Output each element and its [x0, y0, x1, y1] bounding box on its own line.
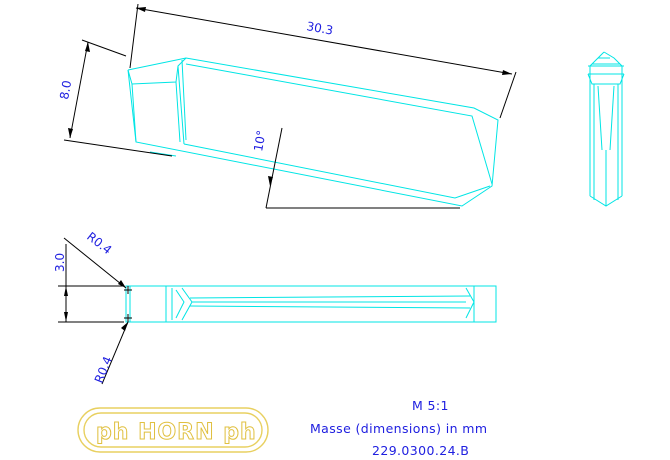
width-dimension-text: 3.0: [53, 253, 67, 272]
end-view: [587, 51, 625, 207]
radius-bottom-text: R0.4: [92, 354, 115, 385]
height-dimension-text: 8.0: [57, 79, 74, 100]
title-block: M 5:1 Masse (dimensions) in mm 229.0300.…: [310, 398, 487, 458]
dimension-length: 30.3: [129, 3, 517, 119]
dimension-radius-top: R0.4: [63, 229, 127, 289]
part-number-text: 229.0300.24.B: [372, 443, 469, 458]
dimension-angle: 10°: [251, 127, 460, 209]
top-view: [124, 285, 497, 323]
units-text: Masse (dimensions) in mm: [310, 421, 487, 436]
side-view-bottom-edge: [183, 143, 491, 199]
radius-top-text: R0.4: [84, 229, 114, 257]
horn-logo: ph HORN ph: [77, 407, 269, 453]
length-dimension-text: 30.3: [305, 19, 334, 37]
side-view-tip: [127, 57, 187, 85]
side-view-top-edge: [185, 63, 493, 185]
dimension-radius-bottom: R0.4: [92, 321, 129, 385]
side-view: [127, 57, 499, 207]
angle-dimension-text: 10°: [251, 129, 268, 152]
dimension-width: 3.0: [53, 244, 124, 323]
scale-text: M 5:1: [412, 398, 449, 413]
side-view-outline: [127, 57, 499, 207]
logo-text: ph HORN ph: [96, 420, 257, 445]
dimension-height: 8.0: [57, 39, 173, 157]
